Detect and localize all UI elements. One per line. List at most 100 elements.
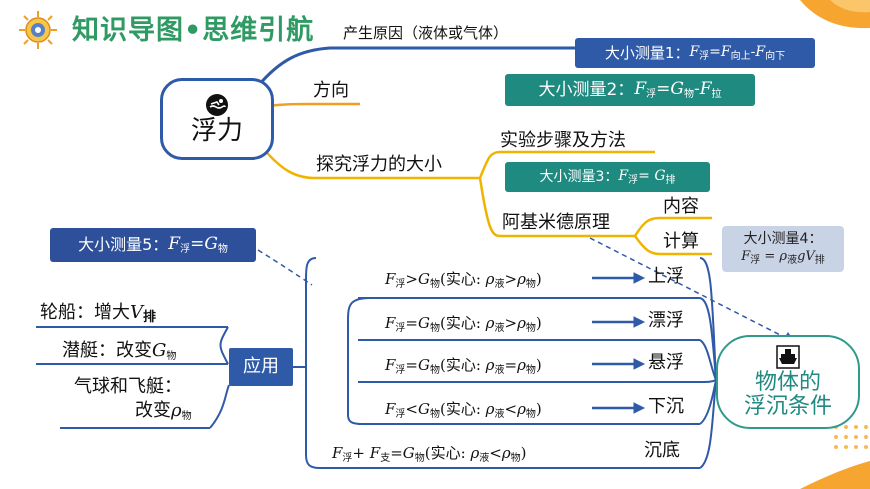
- formula-paren: (实心:: [439, 356, 486, 374]
- branch-cause: 产生原因（液体或气体）: [343, 24, 509, 42]
- formula-subscript: 物: [683, 88, 694, 100]
- formula-operator: =: [504, 356, 518, 374]
- formula-subscript: 物: [429, 409, 440, 420]
- formula-subscript: 浮: [750, 255, 761, 266]
- branch-calc: 计算: [663, 231, 699, 252]
- formula-symbol: ρ: [517, 400, 526, 418]
- branch-experiment: 实验步骤及方法: [500, 130, 626, 151]
- condition-row-3: F浮<G物(实心: ρ液<ρ物): [385, 398, 542, 420]
- formula-symbol: ρ: [779, 249, 788, 264]
- measure-5-label: 大小测量5：: [78, 235, 169, 254]
- formula-operator: =: [760, 249, 780, 264]
- sink-float-line2: 浮沉条件: [743, 394, 832, 419]
- formula-symbol: ρ: [517, 314, 526, 332]
- formula-symbol: ρ: [501, 444, 511, 462]
- formula-operator: <: [504, 400, 518, 418]
- measure-4-label: 大小测量4：: [743, 231, 823, 247]
- formula-symbol: V: [130, 302, 143, 323]
- formula-symbol: F: [720, 43, 731, 60]
- formula-subscript: 物: [429, 279, 440, 290]
- formula-paren: ): [535, 314, 542, 332]
- measure-2-box: 大小测量2： F浮=G物-F拉: [505, 74, 755, 106]
- formula-subscript: 向上: [730, 50, 751, 62]
- formula-symbol: ρ: [485, 356, 495, 374]
- formula-paren: (实心:: [424, 444, 471, 462]
- formula-symbol: g: [797, 249, 806, 264]
- measure-1-label: 大小测量1：: [604, 43, 690, 62]
- measure-5-box: 大小测量5： F浮=G物: [50, 228, 256, 262]
- condition-row-2: F浮=G物(实心: ρ液=ρ物): [385, 354, 542, 376]
- condition-row-0: F浮>G物(实心: ρ液>ρ物): [385, 268, 542, 290]
- page-title: 知识导图•思维引航: [72, 15, 315, 46]
- formula-symbol: G: [670, 78, 684, 99]
- formula-subscript: 液: [787, 255, 798, 266]
- formula-subscript: 物: [525, 365, 536, 376]
- formula-subscript: 浮: [646, 88, 657, 100]
- formula-paren: (实心:: [439, 314, 486, 332]
- formula-subscript: 拉: [711, 88, 722, 100]
- app-balloon-line2: 改变ρ物: [135, 402, 192, 422]
- formula-operator: <: [489, 444, 502, 462]
- formula-subscript: 浮: [395, 323, 406, 334]
- formula-subscript: 排: [143, 310, 157, 325]
- result-3: 下沉: [648, 396, 684, 417]
- branch-explore: 探究浮力的大小: [316, 154, 442, 175]
- sink-float-line1: 物体的: [754, 369, 821, 395]
- formula-subscript: 浮: [395, 409, 406, 420]
- result-2: 悬浮: [648, 352, 684, 373]
- app-balloon-text: 改变: [135, 400, 171, 421]
- formula-operator: >: [405, 270, 418, 288]
- formula-symbol: F: [385, 400, 396, 418]
- app-ship: 轮船：增大V排: [40, 302, 157, 325]
- formula-subscript: 物: [510, 453, 521, 464]
- formula-subscript: 浮: [699, 50, 710, 62]
- formula-subscript: 液: [494, 365, 505, 376]
- formula-symbol: F: [618, 167, 629, 184]
- formula-operator: >: [504, 314, 518, 332]
- formula-subscript: 浮: [628, 174, 639, 186]
- corner-decoration-top: [800, 0, 870, 29]
- formula-operator: =: [190, 233, 205, 254]
- formula-operator: =: [638, 167, 655, 184]
- formula-symbol: F: [168, 233, 181, 254]
- formula-operator: =: [656, 78, 671, 99]
- formula-symbol: G: [152, 340, 167, 361]
- formula-subscript: 排: [665, 174, 676, 186]
- formula-subscript: 浮: [342, 453, 353, 464]
- result-1: 漂浮: [648, 310, 684, 331]
- formula-subscript: 物: [166, 351, 177, 362]
- formula-subscript: 向下: [765, 50, 786, 62]
- formula-symbol: F: [689, 43, 700, 60]
- measure-2-formula: F浮=G物-F拉: [634, 78, 722, 100]
- sink-float-node: 物体的 浮沉条件: [716, 335, 860, 429]
- sun-logo-icon: [19, 11, 57, 49]
- formula-symbol: G: [654, 167, 666, 184]
- measure-5-formula: F浮=G物: [168, 233, 228, 255]
- formula-subscript: 液: [479, 453, 490, 464]
- formula-operator: -: [693, 78, 700, 99]
- formula-symbol: V: [805, 249, 815, 264]
- formula-symbol: G: [418, 400, 430, 418]
- formula-subscript: 物: [414, 453, 425, 464]
- formula-symbol: F: [634, 78, 647, 99]
- root-node: 浮力: [160, 78, 274, 160]
- corner-decoration-bottom: [800, 425, 870, 489]
- formula-operator: =: [405, 314, 418, 332]
- formula-subscript: 物: [429, 323, 440, 334]
- formula-paren: (实心:: [439, 270, 486, 288]
- result-0: 上浮: [648, 266, 684, 287]
- formula-symbol: G: [418, 314, 430, 332]
- result-bottom: 沉底: [644, 440, 680, 461]
- formula-subscript: 物: [525, 323, 536, 334]
- formula-subscript: 液: [494, 409, 505, 420]
- formula-paren: (实心:: [439, 400, 486, 418]
- formula-subscript: 浮: [395, 365, 406, 376]
- app-ship-text: 轮船：增大: [40, 302, 130, 323]
- formula-operator: =: [390, 444, 403, 462]
- formula-symbol: ρ: [517, 270, 526, 288]
- formula-operator: =: [405, 356, 418, 374]
- formula-operator: <: [405, 400, 418, 418]
- formula-symbol: ρ: [485, 314, 495, 332]
- root-label: 浮力: [190, 116, 243, 146]
